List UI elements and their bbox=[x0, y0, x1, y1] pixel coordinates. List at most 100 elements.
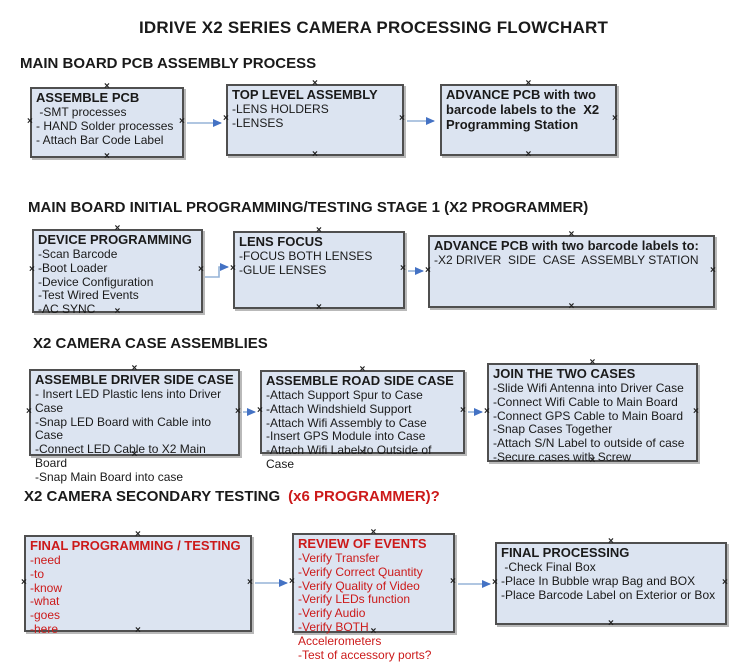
box-item: -LENSES bbox=[232, 115, 284, 130]
connector-handle-icon bbox=[450, 578, 457, 586]
box-item: -need bbox=[30, 552, 61, 567]
connector-handle-icon bbox=[316, 304, 323, 312]
flow-box-top-level-assembly: TOP LEVEL ASSEMBLY -LENS HOLDERS -LENSES bbox=[226, 84, 404, 156]
box-item: -Snap LED Board with Cable into Case bbox=[35, 414, 215, 443]
arrow-deviceprog-to-lensfocus bbox=[205, 263, 229, 278]
box-item: -Device Configuration bbox=[38, 274, 154, 289]
box-title: JOIN THE TWO CASES bbox=[493, 366, 636, 381]
connector-handle-icon bbox=[27, 118, 34, 126]
connector-handle-icon bbox=[235, 408, 242, 416]
box-item: -Check Final Box bbox=[501, 559, 596, 574]
connector-handle-icon bbox=[26, 408, 33, 416]
box-title: TOP LEVEL ASSEMBLY bbox=[232, 87, 378, 102]
box-item: -Connect LED Cable to X2 Main Board bbox=[35, 442, 210, 470]
section-heading-black: X2 CAMERA SECONDARY TESTING bbox=[24, 488, 281, 505]
section-heading-case-assemblies: X2 CAMERA CASE ASSEMBLIES bbox=[33, 335, 268, 352]
box-item: -Verify BOTH Accelerometers bbox=[298, 619, 382, 648]
section-heading-red: (x6 PROGRAMMER)? bbox=[288, 488, 440, 505]
connector-handle-icon bbox=[29, 266, 36, 274]
box-item: -Verify Audio bbox=[298, 606, 366, 621]
flow-box-assemble-road-side-case: ASSEMBLE ROAD SIDE CASE -Attach Support … bbox=[260, 370, 467, 471]
box-item: -Attach Support Spur to Case bbox=[266, 387, 423, 402]
connector-handle-icon bbox=[460, 407, 467, 415]
box-item: -Test of accessory ports? bbox=[298, 647, 432, 662]
page-title: IDRIVE X2 SERIES CAMERA PROCESSING FLOWC… bbox=[138, 18, 609, 37]
box-item: -Secure cases with Screw bbox=[493, 449, 632, 464]
box-item: -know bbox=[30, 580, 63, 595]
box-item: -Verify Transfer bbox=[298, 550, 380, 565]
flow-box-advance-pcb-programming-station: ADVANCE PCB with two barcode labels to t… bbox=[440, 84, 617, 156]
connector-handle-icon bbox=[399, 115, 406, 123]
box-item: -to bbox=[30, 566, 45, 581]
box-item: - Insert LED Plastic lens into Driver Ca… bbox=[35, 386, 225, 415]
box-item: -Snap Main Board into case bbox=[35, 469, 184, 484]
flow-box-join-the-two-cases: JOIN THE TWO CASES -Slide Wifi Antenna i… bbox=[484, 363, 700, 464]
connector-handle-icon bbox=[710, 267, 717, 275]
box-item: -Attach Wifi Assembly to Case bbox=[266, 415, 427, 430]
section-heading-initial-programming: MAIN BOARD INITIAL PROGRAMMING/TESTING S… bbox=[28, 199, 589, 216]
flow-box-advance-pcb-driver-side-station: ADVANCE PCB with two barcode labels to: … bbox=[428, 235, 715, 308]
box-item: -Attach Windshield Support bbox=[266, 401, 412, 416]
section-heading-secondary-testing: X2 CAMERA SECONDARY TESTING (x6 PROGRAMME… bbox=[24, 488, 440, 505]
box-item: -Connect GPS Cable to Main Board bbox=[493, 408, 684, 423]
connector-handle-icon bbox=[21, 579, 28, 587]
box-title: FINAL PROCESSING bbox=[501, 545, 630, 560]
flow-box-final-programming-testing: FINAL PROGRAMMING / TESTING -need -to -k… bbox=[21, 535, 254, 636]
connector-handle-icon bbox=[612, 115, 619, 123]
box-item: -LENS HOLDERS bbox=[232, 101, 329, 116]
connector-handle-icon bbox=[400, 265, 407, 273]
connector-handle-icon bbox=[230, 265, 237, 273]
connector-handle-icon bbox=[289, 578, 296, 586]
box-item: - HAND Solder processes bbox=[36, 118, 174, 133]
box-item: -GLUE LENSES bbox=[239, 262, 327, 277]
box-item: -AC SYNC bbox=[38, 302, 96, 317]
connector-handle-icon bbox=[569, 303, 576, 311]
box-item: -Test Wired Events bbox=[38, 288, 139, 303]
flow-box-device-programming: DEVICE PROGRAMMING -Scan Barcode -Boot L… bbox=[29, 229, 205, 316]
box-title: REVIEW OF EVENTS bbox=[298, 536, 427, 551]
flow-box-assemble-pcb: ASSEMBLE PCB -SMT processes - HAND Solde… bbox=[30, 87, 184, 158]
flow-box-final-processing: FINAL PROCESSING -Check Final Box -Place… bbox=[495, 542, 727, 625]
box-item: -here bbox=[30, 621, 59, 636]
flow-box-assemble-driver-side-case: ASSEMBLE DRIVER SIDE CASE - Insert LED P… bbox=[26, 369, 242, 484]
connector-handle-icon bbox=[693, 408, 700, 416]
box-item: -SMT processes bbox=[36, 104, 127, 119]
box-item: -Attach S/N Label to outside of case bbox=[493, 436, 685, 451]
box-item: -Boot Loader bbox=[38, 260, 108, 275]
box-title: LENS FOCUS bbox=[239, 234, 323, 249]
box-item: -X2 DRIVER SIDE CASE ASSEMBLY STATION bbox=[434, 252, 699, 267]
connector-handle-icon bbox=[247, 579, 254, 587]
box-item: -Attach Wifi Label to Outside of Case bbox=[266, 443, 435, 471]
box-item: -Snap Cases Together bbox=[493, 422, 613, 437]
box-title: ASSEMBLE PCB bbox=[36, 90, 140, 105]
box-item: -FOCUS BOTH LENSES bbox=[239, 248, 373, 263]
flow-box-lens-focus: LENS FOCUS -FOCUS BOTH LENSES -GLUE LENS… bbox=[233, 231, 405, 309]
box-item: -Verify Quality of Video bbox=[298, 578, 420, 593]
box-item: -Verify LEDs function bbox=[298, 592, 411, 607]
box-item: -Slide Wifi Antenna into Driver Case bbox=[493, 380, 684, 395]
box-item: -Place Barcode Label on Exterior or Box bbox=[501, 587, 716, 602]
connector-handle-icon bbox=[608, 620, 615, 628]
connector-handle-icon bbox=[492, 579, 499, 587]
box-item: - Attach Bar Code Label bbox=[36, 132, 164, 147]
connector-handle-icon bbox=[223, 115, 230, 123]
box-item: -Insert GPS Module into Case bbox=[266, 429, 426, 444]
connector-handle-icon bbox=[425, 267, 432, 275]
section-heading-pcb-assembly: MAIN BOARD PCB ASSEMBLY PROCESS bbox=[20, 55, 317, 72]
box-item: -Connect Wifi Cable to Main Board bbox=[493, 394, 678, 409]
box-item: -Verify Correct Quantity bbox=[298, 564, 423, 579]
box-title: ADVANCE PCB with two barcode labels to: bbox=[434, 238, 699, 253]
box-title: FINAL PROGRAMMING / TESTING bbox=[30, 538, 241, 553]
connector-handle-icon bbox=[179, 118, 186, 126]
connector-handle-icon bbox=[484, 408, 491, 416]
connector-handle-icon bbox=[526, 151, 533, 159]
box-title: DEVICE PROGRAMMING bbox=[38, 232, 192, 247]
connector-handle-icon bbox=[198, 266, 205, 274]
box-item: -goes bbox=[30, 608, 61, 623]
box-item: -what bbox=[30, 594, 60, 609]
connector-handle-icon bbox=[104, 153, 111, 161]
connector-handle-icon bbox=[722, 579, 729, 587]
flow-box-review-of-events: REVIEW OF EVENTS -Verify Transfer -Verif… bbox=[289, 533, 457, 661]
box-item: -Place In Bubble wrap Bag and BOX bbox=[501, 573, 696, 588]
